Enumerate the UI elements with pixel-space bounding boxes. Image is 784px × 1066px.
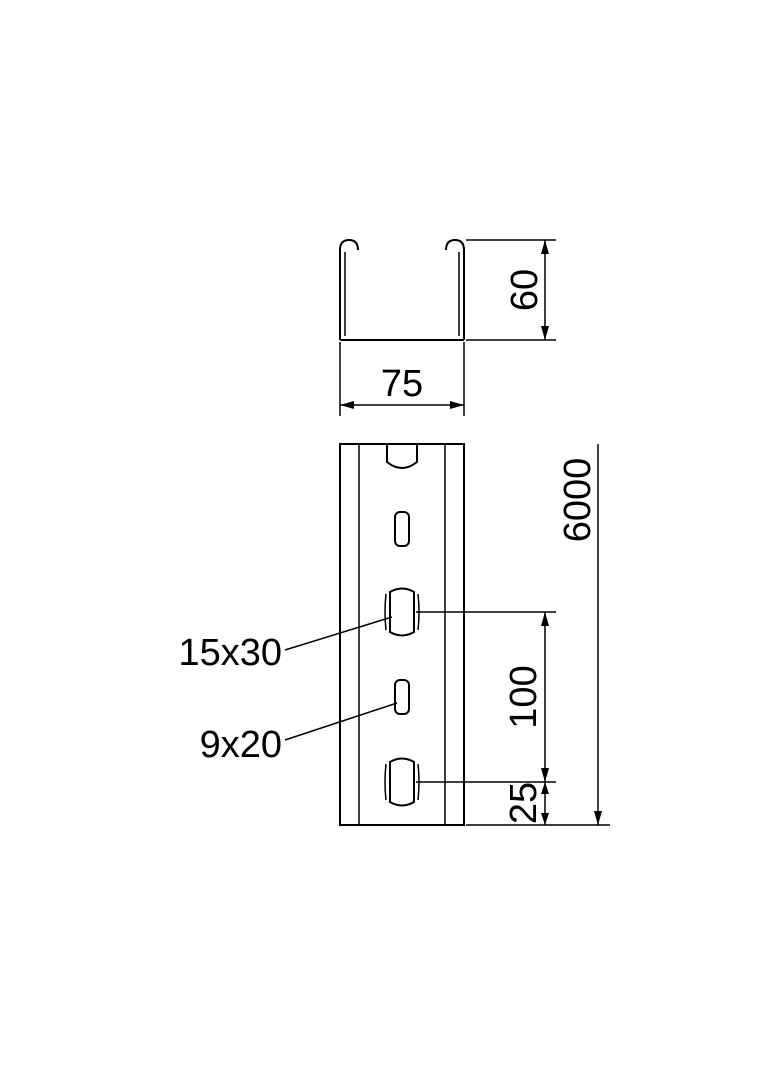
height-dimension: 60	[466, 239, 556, 341]
end-offset-label: 25	[503, 782, 545, 824]
pitch-label: 100	[503, 665, 545, 728]
large-slot	[389, 757, 415, 807]
cross-section-profile	[339, 238, 465, 341]
height-label: 60	[504, 269, 546, 311]
small-slot	[394, 679, 410, 715]
front-view-rail	[339, 443, 465, 826]
width-dimension: 75	[339, 342, 465, 416]
large-slot-label: 15x30	[178, 632, 282, 674]
small-slot	[394, 511, 410, 547]
length-dimension: 6000	[466, 444, 610, 826]
small-slot-label: 9x20	[200, 724, 282, 766]
large-slot	[389, 587, 415, 637]
length-label: 6000	[557, 458, 599, 543]
end-offset-dimension: 25	[503, 782, 549, 825]
pitch-dimension: 100	[416, 611, 556, 783]
width-label: 75	[381, 363, 423, 405]
large-slot-callout: 15x30	[178, 616, 393, 674]
small-slot-callout: 9x20	[200, 702, 398, 766]
